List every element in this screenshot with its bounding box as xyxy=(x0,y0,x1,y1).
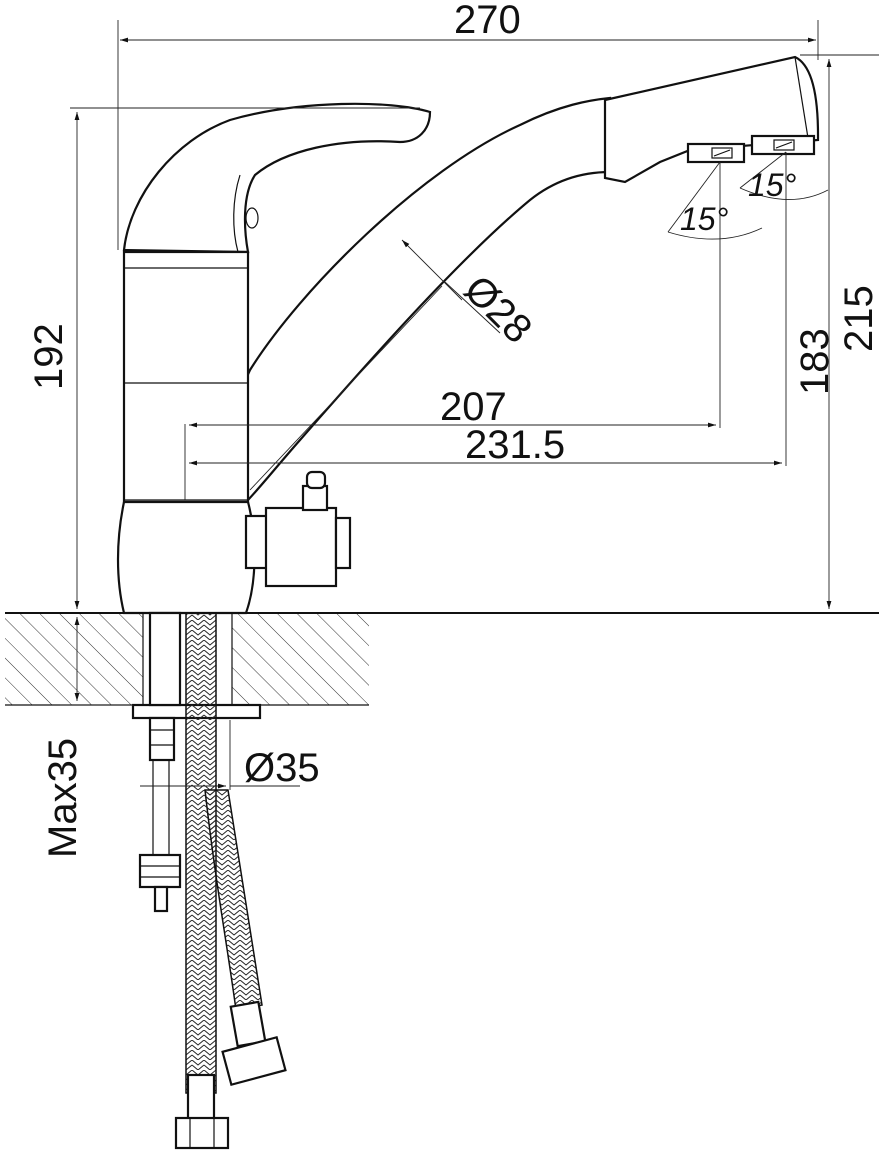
dim-reach-231: 231.5 xyxy=(189,423,782,467)
dim-reach-207: 207 xyxy=(184,385,716,500)
label-192: 192 xyxy=(27,323,71,390)
dim-angle-left: 15° xyxy=(667,161,763,240)
label-207: 207 xyxy=(440,385,507,429)
hose-hot xyxy=(204,789,263,1011)
label-215: 215 xyxy=(837,285,879,352)
outlet-right xyxy=(750,134,816,156)
dim-max-thickness: Max35 xyxy=(41,617,133,858)
label-angle-right: 15° xyxy=(748,167,797,203)
filter-valve xyxy=(244,470,352,588)
label-max-35: Max35 xyxy=(41,738,85,858)
under-counter-parts xyxy=(131,611,287,1150)
dim-angle-right: 15° xyxy=(739,151,829,203)
label-diameter-28: Ø28 xyxy=(456,267,541,352)
label-angle-left: 15° xyxy=(680,201,729,237)
outlet-left xyxy=(686,142,746,164)
label-270: 270 xyxy=(454,0,521,42)
faucet-body xyxy=(116,55,820,615)
hose-cold xyxy=(185,612,217,1094)
label-231-5: 231.5 xyxy=(465,423,565,467)
dim-overall-width: 270 xyxy=(117,0,819,250)
faucet-base xyxy=(116,500,256,615)
dim-outlet-height: 183 xyxy=(719,152,837,466)
dim-overall-height: 192 xyxy=(27,107,420,609)
label-diameter-35: Ø35 xyxy=(244,746,320,790)
body-column xyxy=(122,250,250,504)
dim-spout-height: 215 xyxy=(800,54,879,609)
spray-head xyxy=(603,55,820,184)
dim-hole-diameter: Ø35 xyxy=(140,720,320,790)
label-183: 183 xyxy=(793,328,837,395)
lever-handle xyxy=(122,102,432,254)
countertop xyxy=(5,612,879,706)
